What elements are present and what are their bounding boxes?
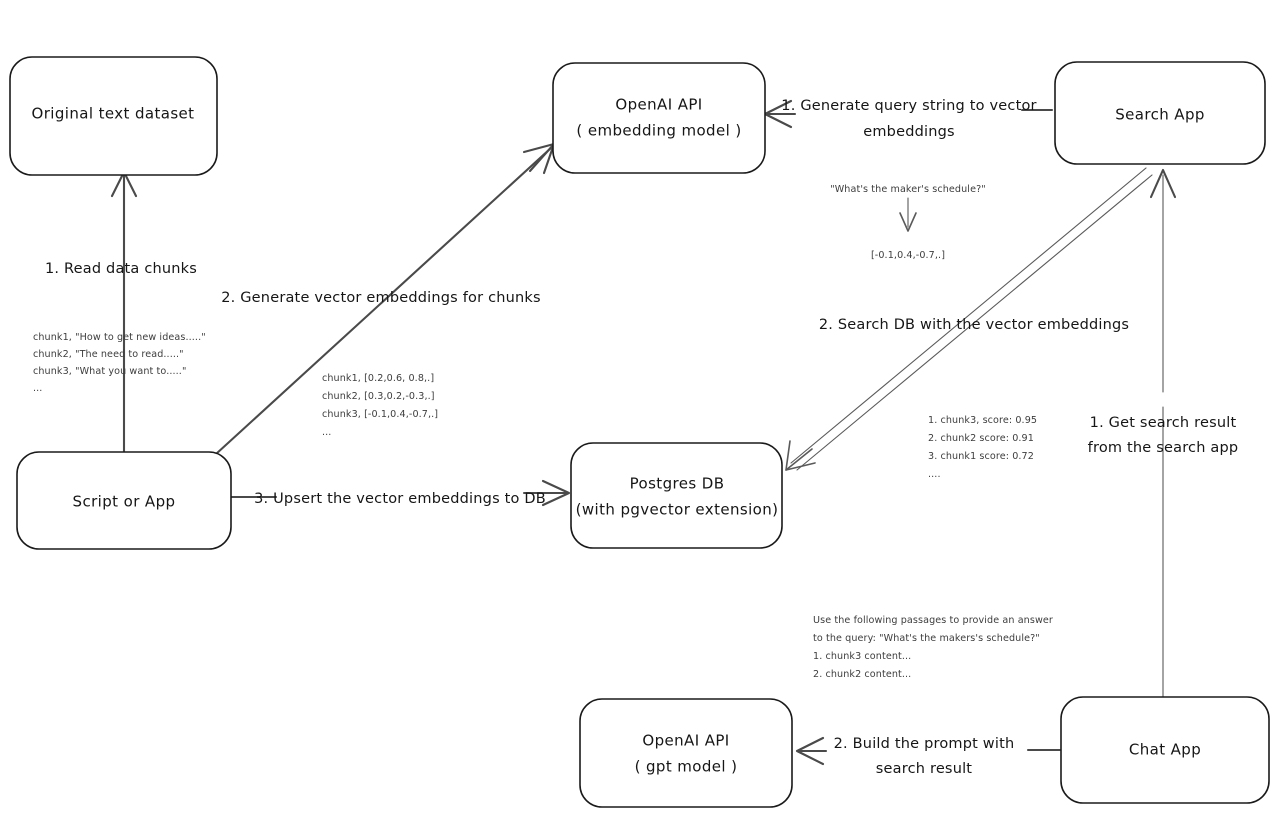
note-query-string: "What's the maker's schedule?" [830, 184, 986, 195]
edge-label-generate-embeddings: 2. Generate vector embeddings for chunks [221, 290, 541, 306]
edge-get-search-result [1149, 168, 1177, 699]
edge-line-generate-embeddings [214, 146, 553, 456]
arrow-head-barb-generate-embeddings [528, 142, 556, 173]
note-query-vector: [-0.1,0.4,-0.7,.] [871, 250, 945, 261]
note-search-results-line-3: 3. chunk1 score: 0.72 [928, 451, 1034, 462]
edge-upsert-embeddings [229, 479, 571, 507]
arrow-head-build-prompt [795, 736, 825, 766]
note-source-chunks-line-3: chunk3, "What you want to....." [33, 366, 186, 377]
node-shape-openai-gpt-api [579, 698, 793, 808]
edge-line-search-db-a [790, 167, 1147, 464]
node-shape-script-or-app [16, 451, 232, 550]
note-chunk-embeddings-line-1: chunk1, [0.2,0.6, 0.8,.] [322, 373, 434, 384]
node-label-openai-embedding-api-subtitle: ( embedding model ) [576, 122, 741, 140]
edge-read-data-chunks [110, 170, 138, 457]
node-postgres-db[interactable]: Postgres DB (with pgvector extension) [570, 442, 783, 549]
node-label-openai-embedding-api-title: OpenAI API [615, 96, 702, 114]
node-label-openai-gpt-api-title: OpenAI API [642, 732, 729, 750]
note-chunk-embeddings-line-3: chunk3, [-0.1,0.4,-0.7,.] [322, 409, 438, 420]
node-chat-app[interactable]: Chat App [1060, 696, 1270, 804]
note-source-chunks-line-1: chunk1, "How to get new ideas....." [33, 332, 206, 343]
node-shape-postgres-db [570, 442, 783, 549]
edge-label-build-prompt-line2: search result [876, 761, 973, 777]
edge-label-generate-query-embedding-line2: embeddings [863, 124, 955, 140]
note-chunk-embeddings-line-4: ... [322, 427, 331, 438]
node-shape-original-text-dataset [9, 56, 218, 176]
note-search-results-line-4: .... [928, 469, 941, 480]
node-label-search-app: Search App [1115, 106, 1205, 124]
node-openai-gpt-api[interactable]: OpenAI API ( gpt model ) [579, 698, 793, 808]
node-original-text-dataset[interactable]: Original text dataset [9, 56, 218, 176]
node-script-or-app[interactable]: Script or App [16, 451, 232, 550]
edge-label-generate-query-embedding-line1: 1. Generate query string to vector [781, 98, 1036, 114]
note-prompt-text-line-1: Use the following passages to provide an… [813, 615, 1053, 626]
node-label-original-text-dataset: Original text dataset [32, 105, 195, 123]
arrow-head-barb-search-db [785, 448, 813, 471]
node-search-app[interactable]: Search App [1054, 61, 1266, 165]
note-source-chunks-line-2: chunk2, "The need to read....." [33, 349, 184, 360]
node-label-postgres-db-subtitle: (with pgvector extension) [576, 501, 779, 519]
note-prompt-text: Use the following passages to provide an… [813, 615, 1053, 680]
note-search-results-line-2: 2. chunk2 score: 0.91 [928, 433, 1034, 444]
node-label-openai-gpt-api-subtitle: ( gpt model ) [635, 758, 738, 776]
edge-label-get-search-result-line1: 1. Get search result [1090, 415, 1237, 431]
note-chunk-embeddings-line-2: chunk2, [0.3,0.2,-0.3,.] [322, 391, 435, 402]
note-prompt-text-line-2: to the query: "What's the makers's sched… [813, 633, 1040, 644]
node-label-postgres-db-title: Postgres DB [630, 475, 725, 493]
edge-label-upsert-embeddings: 3. Upsert the vector embeddings to DB [254, 491, 546, 507]
node-shape-chat-app [1060, 696, 1270, 804]
edge-label-read-data-chunks: 1. Read data chunks [45, 261, 197, 277]
edge-query-to-vector [899, 197, 917, 232]
note-prompt-text-line-3: 1. chunk3 content... [813, 651, 911, 662]
node-shape-openai-embedding-api [552, 62, 766, 174]
note-search-results: 1. chunk3, score: 0.95 2. chunk2 score: … [928, 415, 1037, 480]
edge-line-search-db-b [796, 174, 1153, 471]
note-prompt-text-line-4: 2. chunk2 content... [813, 669, 911, 680]
arrow-head-upsert [541, 479, 571, 507]
arrow-head-query-to-vector [899, 212, 917, 232]
edge-build-prompt [795, 736, 1062, 766]
note-search-results-line-1: 1. chunk3, score: 0.95 [928, 415, 1037, 426]
node-label-chat-app: Chat App [1129, 741, 1201, 759]
edge-search-db [785, 167, 1153, 471]
edge-label-build-prompt-line1: 2. Build the prompt with [834, 736, 1015, 752]
note-source-chunks: chunk1, "How to get new ideas....." chun… [33, 332, 206, 394]
edge-label-get-search-result-line2: from the search app [1088, 440, 1239, 456]
arrow-head-get-search-result [1149, 168, 1177, 199]
node-shape-search-app [1054, 61, 1266, 165]
node-label-script-or-app: Script or App [73, 493, 176, 511]
note-chunk-embeddings: chunk1, [0.2,0.6, 0.8,.] chunk2, [0.3,0.… [322, 373, 438, 438]
node-openai-embedding-api[interactable]: OpenAI API ( embedding model ) [552, 62, 766, 174]
edge-label-search-db: 2. Search DB with the vector embeddings [819, 317, 1129, 333]
note-source-chunks-line-4: ... [33, 383, 42, 394]
